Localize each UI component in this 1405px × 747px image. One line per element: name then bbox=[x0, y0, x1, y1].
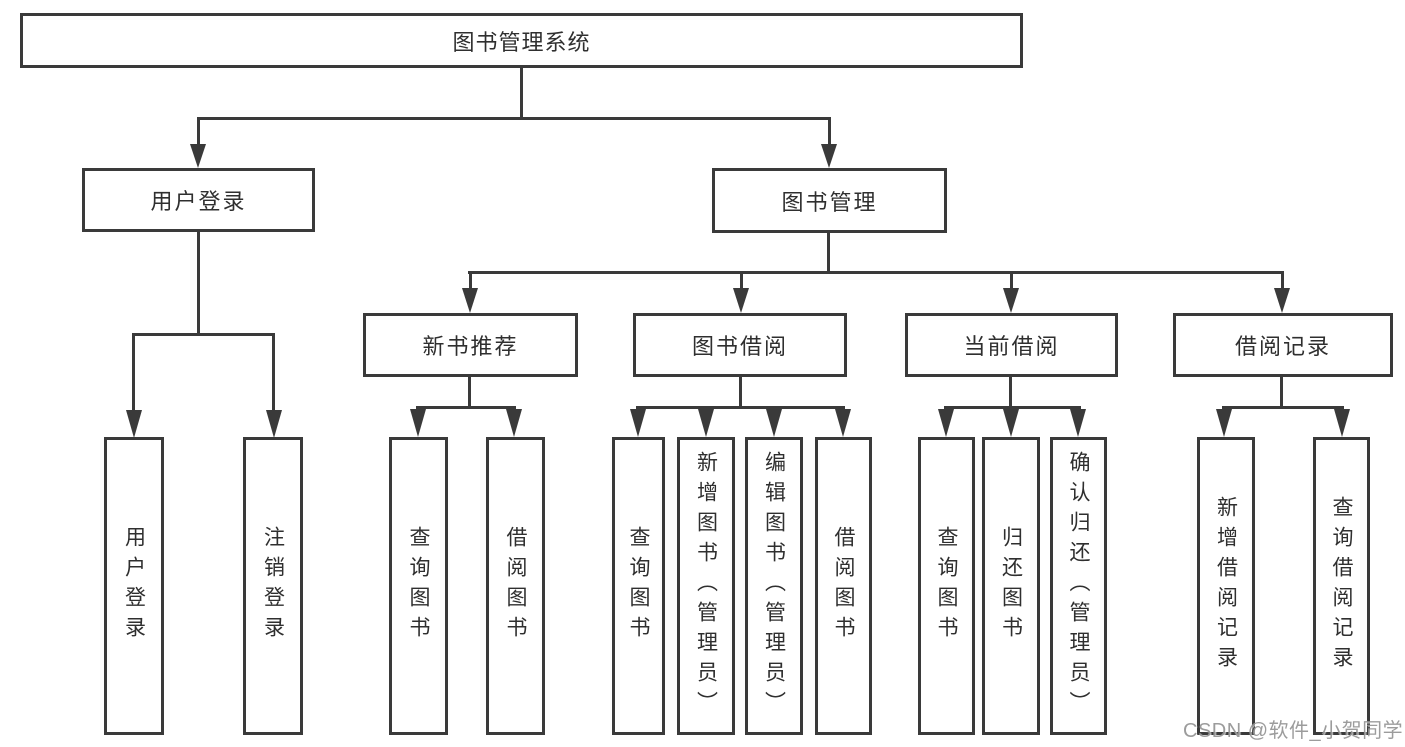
connector-drop bbox=[132, 336, 135, 412]
node-root: 图书管理系统 bbox=[20, 13, 1023, 68]
connector-user-login-stem bbox=[197, 120, 200, 146]
arrow-down-icon bbox=[733, 288, 749, 313]
node-borrow-record: 借阅记录 bbox=[1173, 313, 1393, 377]
connector-stem bbox=[1281, 274, 1284, 290]
leaf-borrow-query-book-label: 查询图书 bbox=[627, 526, 650, 646]
leaf-borrow-book: 借阅图书 bbox=[815, 437, 872, 735]
arrow-down-icon bbox=[126, 410, 142, 438]
leaf-return-book-label: 归还图书 bbox=[999, 526, 1023, 646]
leaf-query-borrow-record-label: 查询借阅记录 bbox=[1330, 496, 1353, 676]
arrow-down-icon bbox=[506, 409, 522, 437]
leaf-confirm-return-admin-label: 确认归还（管理员） bbox=[1067, 451, 1090, 721]
arrow-down-icon bbox=[1003, 288, 1019, 313]
leaf-confirm-return-admin: 确认归还（管理员） bbox=[1050, 437, 1107, 735]
connector-root-stub bbox=[520, 68, 523, 120]
connector-stem bbox=[469, 274, 472, 290]
connector-recommend-hline bbox=[416, 406, 516, 409]
node-book-management: 图书管理 bbox=[712, 168, 947, 233]
leaf-edit-book-admin-label: 编辑图书（管理员） bbox=[762, 451, 786, 721]
csdn-watermark: CSDN @软件_小贺同学 bbox=[1183, 720, 1404, 742]
connector-current-hline bbox=[944, 406, 1081, 409]
leaf-user-login-label: 用户登录 bbox=[122, 526, 146, 646]
connector-level3-hline bbox=[468, 271, 1284, 274]
arrow-down-icon bbox=[821, 144, 837, 168]
leaf-add-borrow-record: 新增借阅记录 bbox=[1197, 437, 1255, 735]
node-borrow-record-label: 借阅记录 bbox=[1234, 334, 1331, 359]
connector-book-mgmt-stub bbox=[827, 233, 830, 274]
leaf-add-book-admin-label: 新增图书（管理员） bbox=[694, 451, 718, 721]
connector-book-mgmt-stem bbox=[828, 120, 831, 146]
connector-current-stub bbox=[1009, 377, 1012, 409]
leaf-borrow-query-book: 查询图书 bbox=[612, 437, 665, 735]
connector-user-login-stub bbox=[197, 232, 200, 336]
connector-stem bbox=[1010, 274, 1013, 290]
leaf-return-book: 归还图书 bbox=[982, 437, 1040, 735]
node-user-login: 用户登录 bbox=[82, 168, 315, 232]
leaf-borrow-book-label: 借阅图书 bbox=[832, 526, 855, 646]
node-book-management-label: 图书管理 bbox=[781, 189, 878, 215]
node-book-borrow-label: 图书借阅 bbox=[691, 334, 788, 359]
leaf-recommend-borrow-book-label: 借阅图书 bbox=[504, 526, 527, 646]
arrow-down-icon bbox=[1003, 409, 1019, 437]
connector-drop bbox=[272, 336, 275, 412]
node-current-borrow: 当前借阅 bbox=[905, 313, 1118, 377]
connector-borrow-stub bbox=[739, 377, 742, 409]
leaf-logout-label: 注销登录 bbox=[261, 526, 285, 646]
leaf-add-borrow-record-label: 新增借阅记录 bbox=[1214, 496, 1238, 676]
arrow-down-icon bbox=[1070, 409, 1086, 437]
node-new-book-recommend-label: 新书推荐 bbox=[422, 334, 519, 359]
connector-borrow-hline bbox=[636, 406, 845, 409]
connector-root-hline bbox=[197, 117, 831, 120]
connector-stem bbox=[740, 274, 743, 290]
leaf-query-borrow-record: 查询借阅记录 bbox=[1313, 437, 1370, 735]
leaf-logout: 注销登录 bbox=[243, 437, 303, 735]
arrow-down-icon bbox=[1274, 288, 1290, 313]
leaf-current-query-book-label: 查询图书 bbox=[935, 526, 958, 646]
arrow-down-icon bbox=[1334, 409, 1350, 437]
connector-record-stub bbox=[1280, 377, 1283, 409]
arrow-down-icon bbox=[190, 144, 206, 168]
leaf-recommend-query-book-label: 查询图书 bbox=[407, 526, 430, 646]
leaf-current-query-book: 查询图书 bbox=[918, 437, 975, 735]
arrow-down-icon bbox=[1216, 409, 1232, 437]
node-book-borrow: 图书借阅 bbox=[633, 313, 847, 377]
connector-user-login-hline bbox=[132, 333, 275, 336]
arrow-down-icon bbox=[938, 409, 954, 437]
leaf-add-book-admin: 新增图书（管理员） bbox=[677, 437, 735, 735]
node-user-login-label: 用户登录 bbox=[150, 189, 247, 214]
leaf-user-login: 用户登录 bbox=[104, 437, 164, 735]
arrow-down-icon bbox=[410, 409, 426, 437]
node-new-book-recommend: 新书推荐 bbox=[363, 313, 578, 377]
arrow-down-icon bbox=[766, 409, 782, 437]
leaf-recommend-query-book: 查询图书 bbox=[389, 437, 448, 735]
arrow-down-icon bbox=[698, 409, 714, 437]
leaf-edit-book-admin: 编辑图书（管理员） bbox=[745, 437, 803, 735]
connector-recommend-stub bbox=[468, 377, 471, 409]
arrow-down-icon bbox=[630, 409, 646, 437]
arrow-down-icon bbox=[462, 288, 478, 313]
node-root-label: 图书管理系统 bbox=[452, 29, 591, 55]
arrow-down-icon bbox=[266, 410, 282, 438]
arrow-down-icon bbox=[835, 409, 851, 437]
connector-record-hline bbox=[1222, 406, 1344, 409]
leaf-recommend-borrow-book: 借阅图书 bbox=[486, 437, 545, 735]
node-current-borrow-label: 当前借阅 bbox=[963, 334, 1060, 359]
